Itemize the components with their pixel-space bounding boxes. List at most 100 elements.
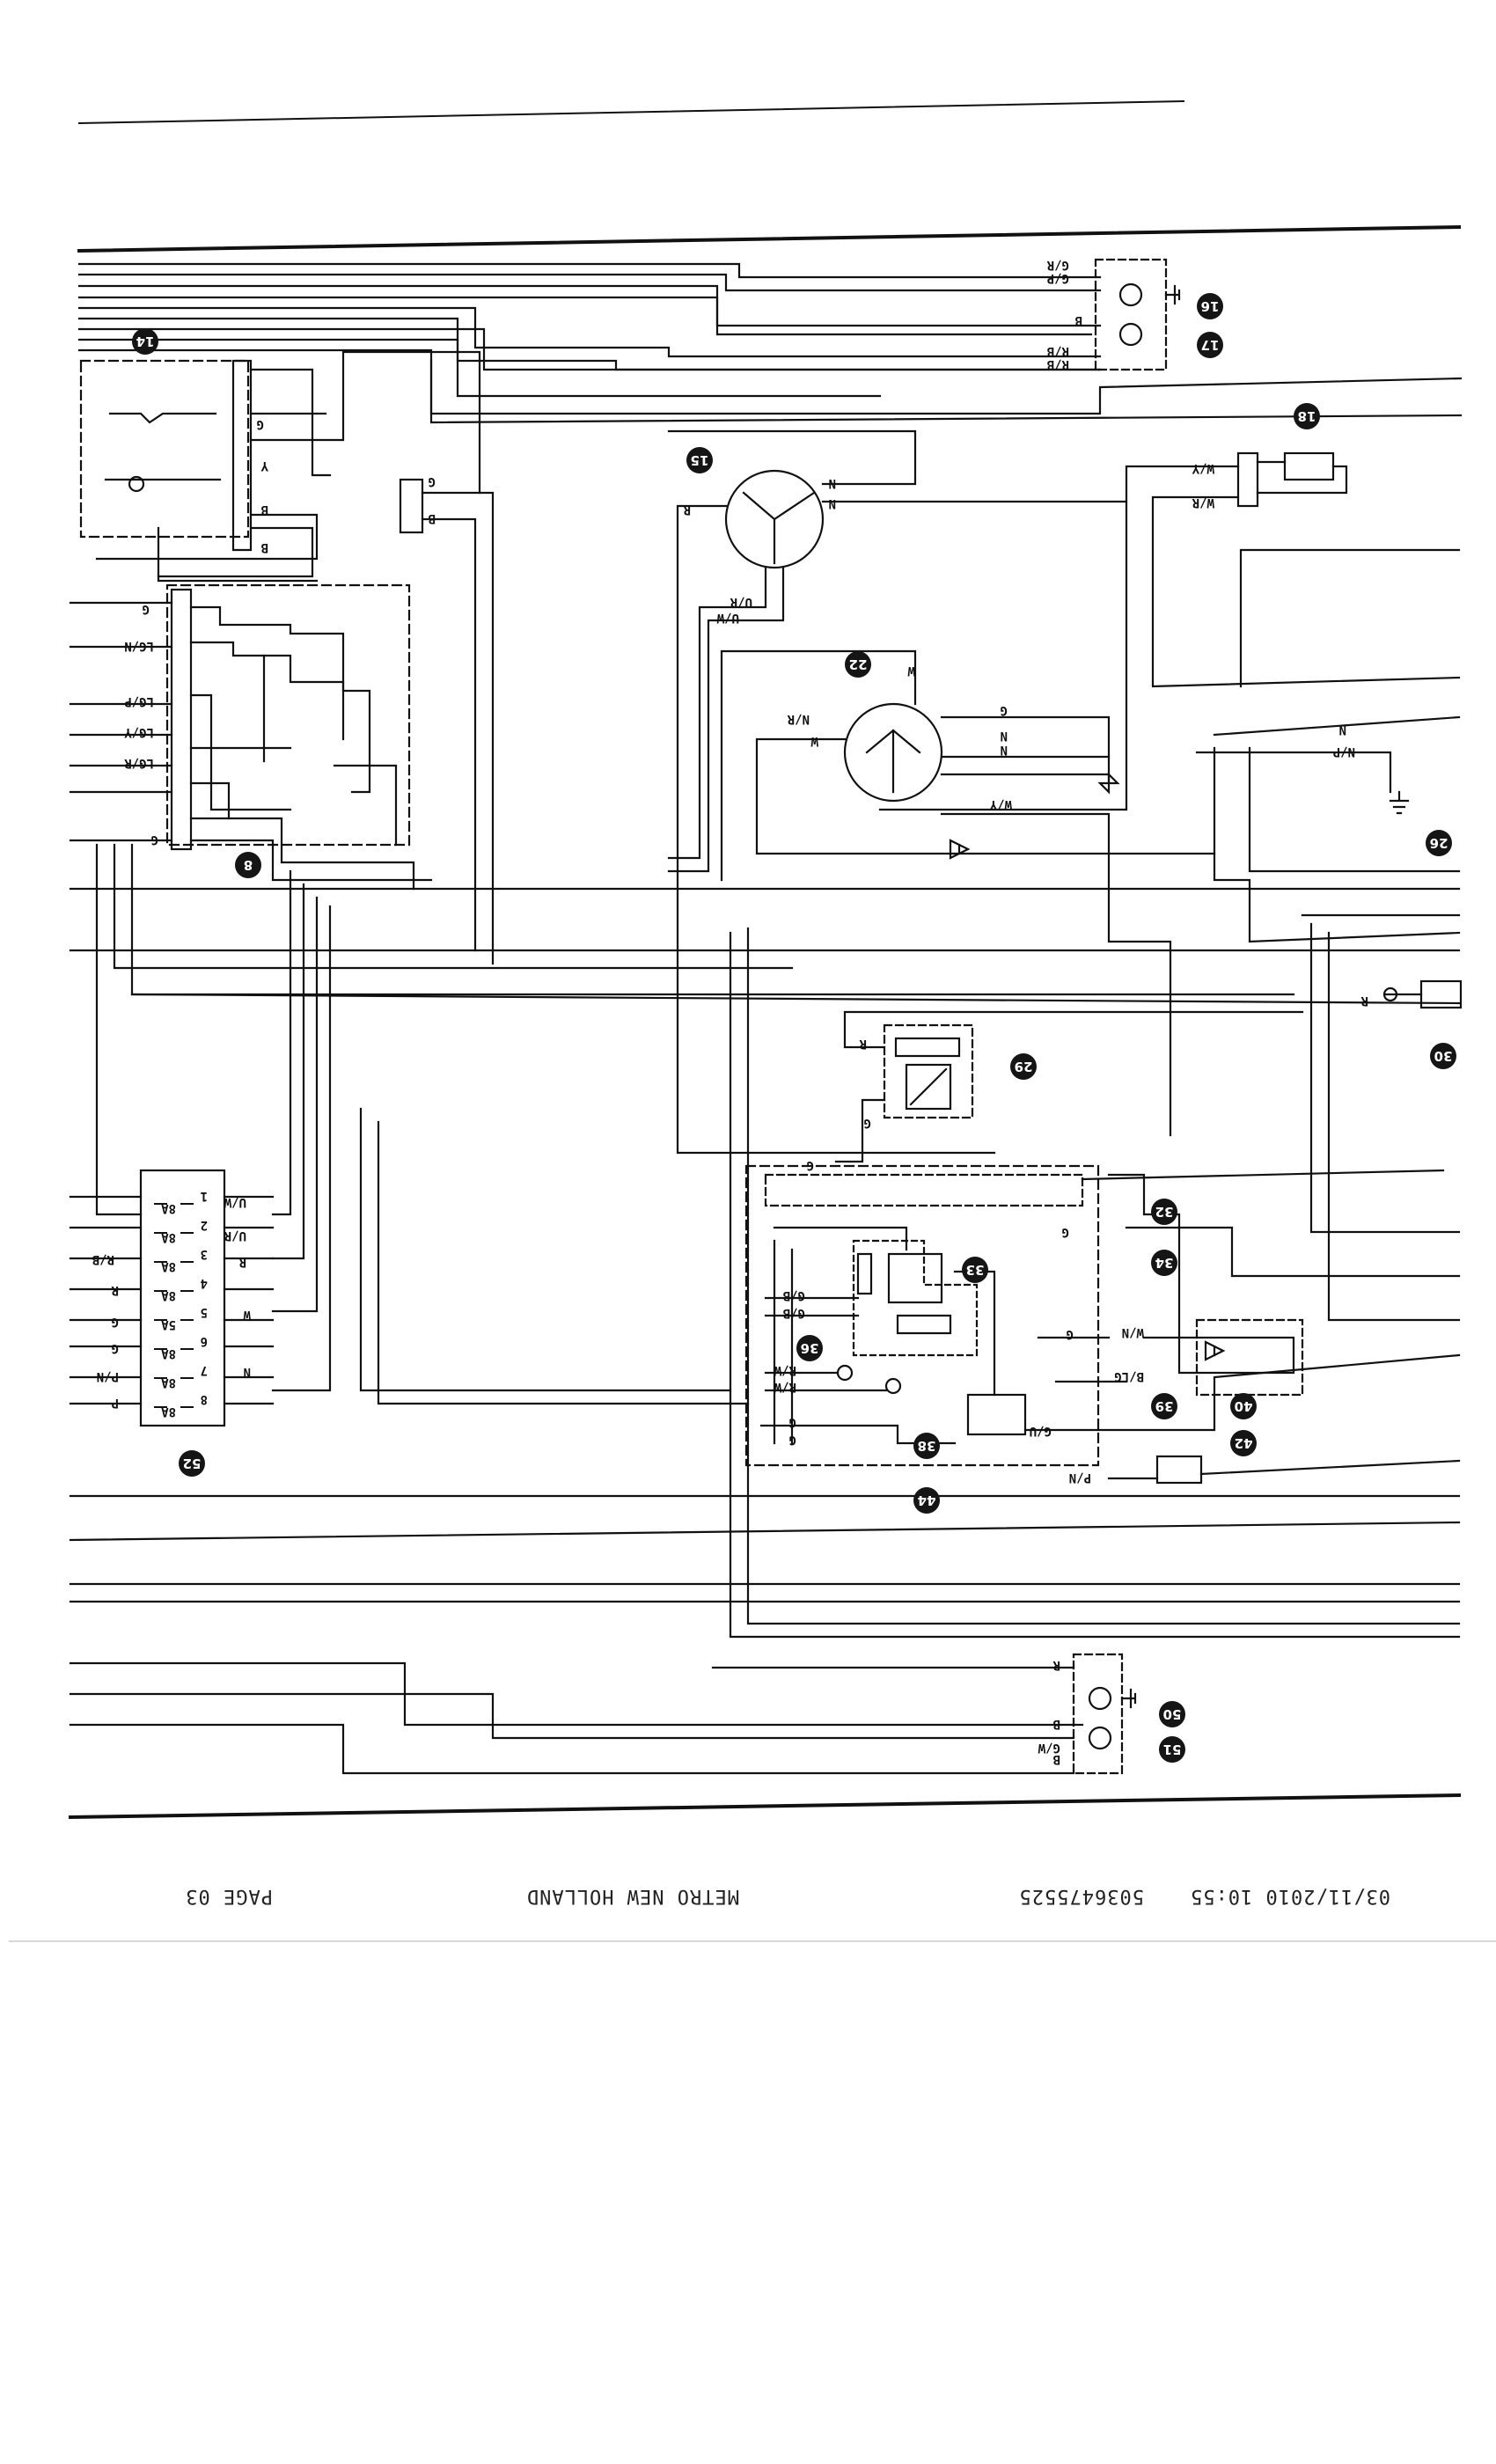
wire-label-rw36b: R/W bbox=[774, 1380, 796, 1394]
fuse-number: 4 bbox=[201, 1276, 208, 1290]
callout-circle bbox=[1151, 1393, 1177, 1419]
fuse-number: 6 bbox=[201, 1334, 208, 1348]
callout-c18: 18 bbox=[1294, 403, 1320, 429]
wire-label-wn: W/N bbox=[1122, 1325, 1144, 1339]
wire-label-g44b: G bbox=[789, 1433, 796, 1447]
callout-circle bbox=[132, 328, 158, 355]
wire-label-g34: G bbox=[1062, 1225, 1069, 1239]
callout-circle bbox=[179, 1450, 205, 1477]
callout-number: 22 bbox=[849, 656, 868, 672]
wire-label-uw15: U/W bbox=[716, 611, 739, 625]
wire-labels: G/PG/RBR/BR/BW/YW/RGYBBGBNNRU/RU/WWN/RWG… bbox=[92, 258, 1368, 1766]
callout-number: 14 bbox=[136, 334, 155, 349]
callout-c52: 52 bbox=[179, 1450, 205, 1477]
callout-circle bbox=[845, 651, 871, 678]
wire-label-wy22: W/Y bbox=[989, 797, 1012, 811]
frame-bottom bbox=[68, 1793, 1462, 1820]
wire-label-np: N/P bbox=[1333, 744, 1355, 759]
callout-circle bbox=[1197, 293, 1223, 319]
fuse-rating: 8A bbox=[161, 1375, 176, 1390]
wire-label-pn52: P/N bbox=[97, 1369, 119, 1383]
callout-c38: 38 bbox=[913, 1433, 940, 1459]
fuse-rating: 8A bbox=[161, 1201, 176, 1215]
top-rule bbox=[77, 99, 1185, 125]
wire-label-g29: G bbox=[864, 1116, 871, 1130]
wire-label-w22: W bbox=[907, 664, 915, 678]
wire-label-r30: R bbox=[1360, 994, 1368, 1008]
scanned-fax-page bbox=[9, 0, 1496, 1942]
callout-circle bbox=[913, 1433, 940, 1459]
wire-label-n_mid: N bbox=[1339, 722, 1346, 737]
callout-number: 33 bbox=[966, 1262, 985, 1278]
wire-label-g8: G bbox=[143, 602, 150, 616]
wire-label-lgy: LG/Y bbox=[124, 725, 154, 739]
wire-label-n22b: N bbox=[1001, 743, 1008, 757]
callout-circle bbox=[1294, 403, 1320, 429]
wire-label-wr: W/R bbox=[1192, 495, 1214, 510]
callout-number: 32 bbox=[1155, 1204, 1174, 1220]
frame-top bbox=[77, 224, 1462, 253]
wire-label-gw51: G/W bbox=[1038, 1741, 1060, 1755]
wire-label-b14b: B bbox=[261, 540, 268, 554]
wire-label-p52: P bbox=[112, 1396, 119, 1410]
wire-label-lgr: LG/R bbox=[124, 756, 154, 770]
callout-c26: 26 bbox=[1426, 830, 1452, 856]
wire-label-ur15: U/R bbox=[730, 595, 752, 609]
wire-label-b_conn: B bbox=[429, 511, 436, 525]
callout-circle bbox=[1197, 332, 1223, 358]
callout-circle bbox=[1430, 1043, 1456, 1069]
callout-c29: 29 bbox=[1010, 1053, 1037, 1080]
fax-number: 5036475525 bbox=[1019, 1885, 1144, 1907]
wire-label-g14: G bbox=[257, 417, 264, 431]
wire-label-n15b: N bbox=[829, 496, 836, 510]
callout-circle bbox=[1151, 1199, 1177, 1225]
fuse-rating: 8A bbox=[161, 1346, 176, 1360]
callout-number: 44 bbox=[918, 1492, 936, 1508]
wire-label-g52b: G bbox=[112, 1341, 119, 1355]
callout-number: 15 bbox=[691, 452, 709, 468]
wire-label-ur52: U/R bbox=[224, 1228, 246, 1243]
wire-label-b51: B bbox=[1053, 1752, 1060, 1766]
callout-number: 34 bbox=[1155, 1255, 1174, 1271]
callout-circle bbox=[1230, 1393, 1257, 1419]
callout-c44: 44 bbox=[913, 1487, 940, 1514]
callout-number: 50 bbox=[1163, 1706, 1182, 1722]
fuse-rating: 8A bbox=[161, 1288, 176, 1302]
wire-label-gu: G/U bbox=[1030, 1424, 1052, 1438]
fuse-number: 1 bbox=[201, 1189, 208, 1203]
wire-label-lgn: LG/N bbox=[124, 639, 154, 653]
wire-label-wy1: W/Y bbox=[1192, 461, 1214, 475]
wire-label-rb2: R/B bbox=[1047, 357, 1069, 371]
wire-label-b_top: B bbox=[1075, 313, 1082, 327]
wire-label-lgp: LG/P bbox=[124, 694, 154, 708]
callout-circle bbox=[686, 447, 713, 473]
callout-c36: 36 bbox=[796, 1335, 823, 1361]
wire-label-gb33a: G/B bbox=[783, 1288, 805, 1302]
callout-circle bbox=[1426, 830, 1452, 856]
callout-number: 52 bbox=[183, 1456, 202, 1471]
callout-number: 40 bbox=[1235, 1398, 1253, 1414]
wire-label-g22: G bbox=[1001, 703, 1008, 717]
callout-number: 30 bbox=[1434, 1048, 1453, 1064]
wire-label-uw52: U/W bbox=[224, 1195, 246, 1209]
wire-label-r29: R bbox=[859, 1037, 867, 1051]
callout-number: 18 bbox=[1298, 408, 1316, 424]
fuse-number: 8 bbox=[201, 1392, 208, 1406]
wire-label-r50: R bbox=[1052, 1658, 1060, 1672]
callout-number: 42 bbox=[1235, 1435, 1253, 1451]
callout-number: 16 bbox=[1201, 298, 1220, 314]
wire-label-rb52: R/B bbox=[92, 1252, 114, 1266]
callout-c14: 14 bbox=[132, 328, 158, 355]
callout-c42: 42 bbox=[1230, 1430, 1257, 1456]
fuse-number: 3 bbox=[201, 1247, 208, 1261]
callout-circle bbox=[796, 1335, 823, 1361]
callout-number: 39 bbox=[1155, 1398, 1174, 1414]
wire-label-blg: B/LG bbox=[1114, 1369, 1144, 1383]
callout-c33: 33 bbox=[962, 1257, 988, 1283]
wire-label-gp: G/P bbox=[1047, 271, 1069, 285]
callout-number: 26 bbox=[1430, 835, 1448, 851]
callout-c16: 16 bbox=[1197, 293, 1223, 319]
wire-label-gr: G/R bbox=[1046, 258, 1069, 272]
